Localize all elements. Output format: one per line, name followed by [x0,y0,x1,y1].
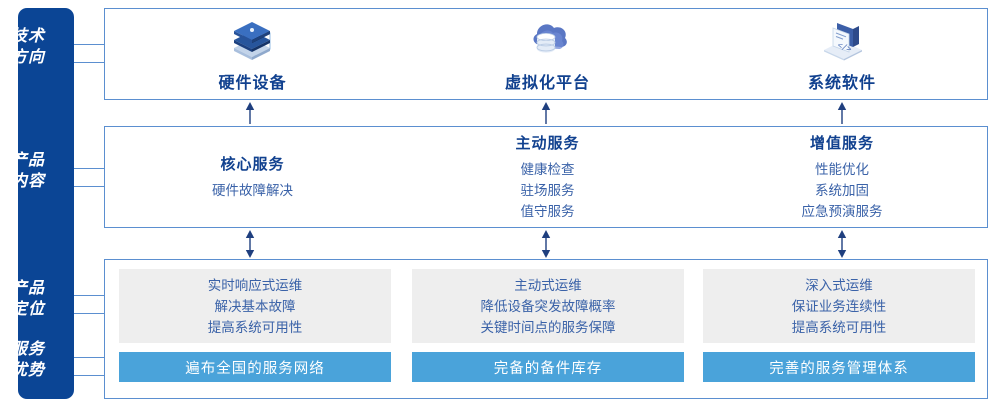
rail-label-line-2: 方向 [10,49,45,66]
positioning-box-realtime[interactable]: 实时响应式运维 解决基本故障 提高系统可用性 [119,269,391,343]
laptop-code-icon: </> [815,15,869,67]
arrow-bidirectional-value-added [836,230,848,263]
service-item: 驻场服务 [520,183,575,198]
arrow-bidirectional-proactive [540,230,552,263]
rail-label-line-1: 服务 [10,341,45,358]
cloud-database-icon [521,15,575,67]
advantage-bar-nationwide-network[interactable]: 遍布全国的服务网络 [119,352,391,382]
rail-label-line-1: 技术 [10,28,45,45]
positioning-line: 深入式运维 [805,277,873,293]
service-item: 值守服务 [520,204,575,219]
positioning-line: 提高系统可用性 [207,319,303,335]
positioning-line: 实时响应式运维 [207,277,303,293]
arrow-up-hardware [244,102,256,129]
advantage-label: 遍布全国的服务网络 [185,360,325,377]
connector-positioning-top [74,295,104,296]
rail-label-service-advantage: 服务 优势 [0,339,56,381]
category-rail [18,8,74,399]
advantage-bar-spare-parts-inventory[interactable]: 完备的备件库存 [412,352,684,382]
connector-positioning-bottom [74,313,104,314]
rail-label-line-2: 优势 [10,362,45,379]
advantage-bar-service-management-system[interactable]: 完善的服务管理体系 [703,352,975,382]
service-item: 硬件故障解决 [212,183,293,198]
rail-label-line-2: 定位 [10,301,45,318]
service-item: 健康检查 [520,162,575,177]
positioning-box-deep[interactable]: 深入式运维 保证业务连续性 提高系统可用性 [703,269,975,343]
positioning-advantage-panel: 实时响应式运维 解决基本故障 提高系统可用性 主动式运维 降低设备突发故障概率 … [104,259,988,399]
service-item: 应急预演服务 [801,204,883,219]
positioning-line: 关键时间点的服务保障 [480,319,616,335]
server-stack-icon [226,15,280,67]
rail-label-product-positioning: 产品 定位 [0,278,56,320]
rail-label-line-1: 产品 [10,152,45,169]
advantage-label: 完备的备件库存 [493,360,603,377]
service-item: 性能优化 [815,162,869,177]
tech-column-system-software[interactable]: </> 系统软件 [695,9,989,99]
service-column-proactive[interactable]: 主动服务 健康检查 驻场服务 值守服务 [400,127,695,227]
positioning-line: 解决基本故障 [214,298,296,314]
rail-label-line-1: 产品 [10,280,45,297]
connector-advantage-top [74,357,104,358]
positioning-line: 提高系统可用性 [791,319,887,335]
service-column-core[interactable]: 核心服务 硬件故障解决 [105,127,400,227]
connector-tech-top [74,44,104,45]
arrow-up-system-software [836,102,848,129]
service-item: 系统加固 [815,183,869,198]
connector-tech-bottom [74,62,104,63]
tech-title-hardware: 硬件设备 [218,75,287,92]
positioning-line: 主动式运维 [514,277,582,293]
arrow-bidirectional-core [244,230,256,263]
connector-content-top [74,168,104,169]
arrow-up-virtualization [540,102,552,129]
tech-title-system-software: 系统软件 [807,75,876,92]
rail-label-tech-direction: 技术 方向 [0,26,56,68]
connector-advantage-bottom [74,375,104,376]
service-title-core: 核心服务 [220,156,285,173]
service-column-value-added[interactable]: 增值服务 性能优化 系统加固 应急预演服务 [695,127,989,227]
service-title-proactive: 主动服务 [515,135,580,152]
advantage-label: 完善的服务管理体系 [769,360,909,377]
positioning-line: 降低设备突发故障概率 [480,298,616,314]
positioning-box-proactive[interactable]: 主动式运维 降低设备突发故障概率 关键时间点的服务保障 [412,269,684,343]
service-title-value-added: 增值服务 [809,135,874,152]
tech-direction-panel: 硬件设备 虚拟化平台 [104,8,988,100]
product-content-panel: 核心服务 硬件故障解决 主动服务 健康检查 驻场服务 值守服务 增值服务 性能优… [104,126,988,228]
rail-label-line-2: 内容 [10,173,45,190]
rail-label-product-content: 产品 内容 [0,150,56,192]
connector-content-bottom [74,186,104,187]
positioning-line: 保证业务连续性 [791,298,887,314]
tech-column-virtualization[interactable]: 虚拟化平台 [400,9,695,99]
tech-title-virtualization: 虚拟化平台 [504,75,590,92]
tech-column-hardware[interactable]: 硬件设备 [105,9,400,99]
